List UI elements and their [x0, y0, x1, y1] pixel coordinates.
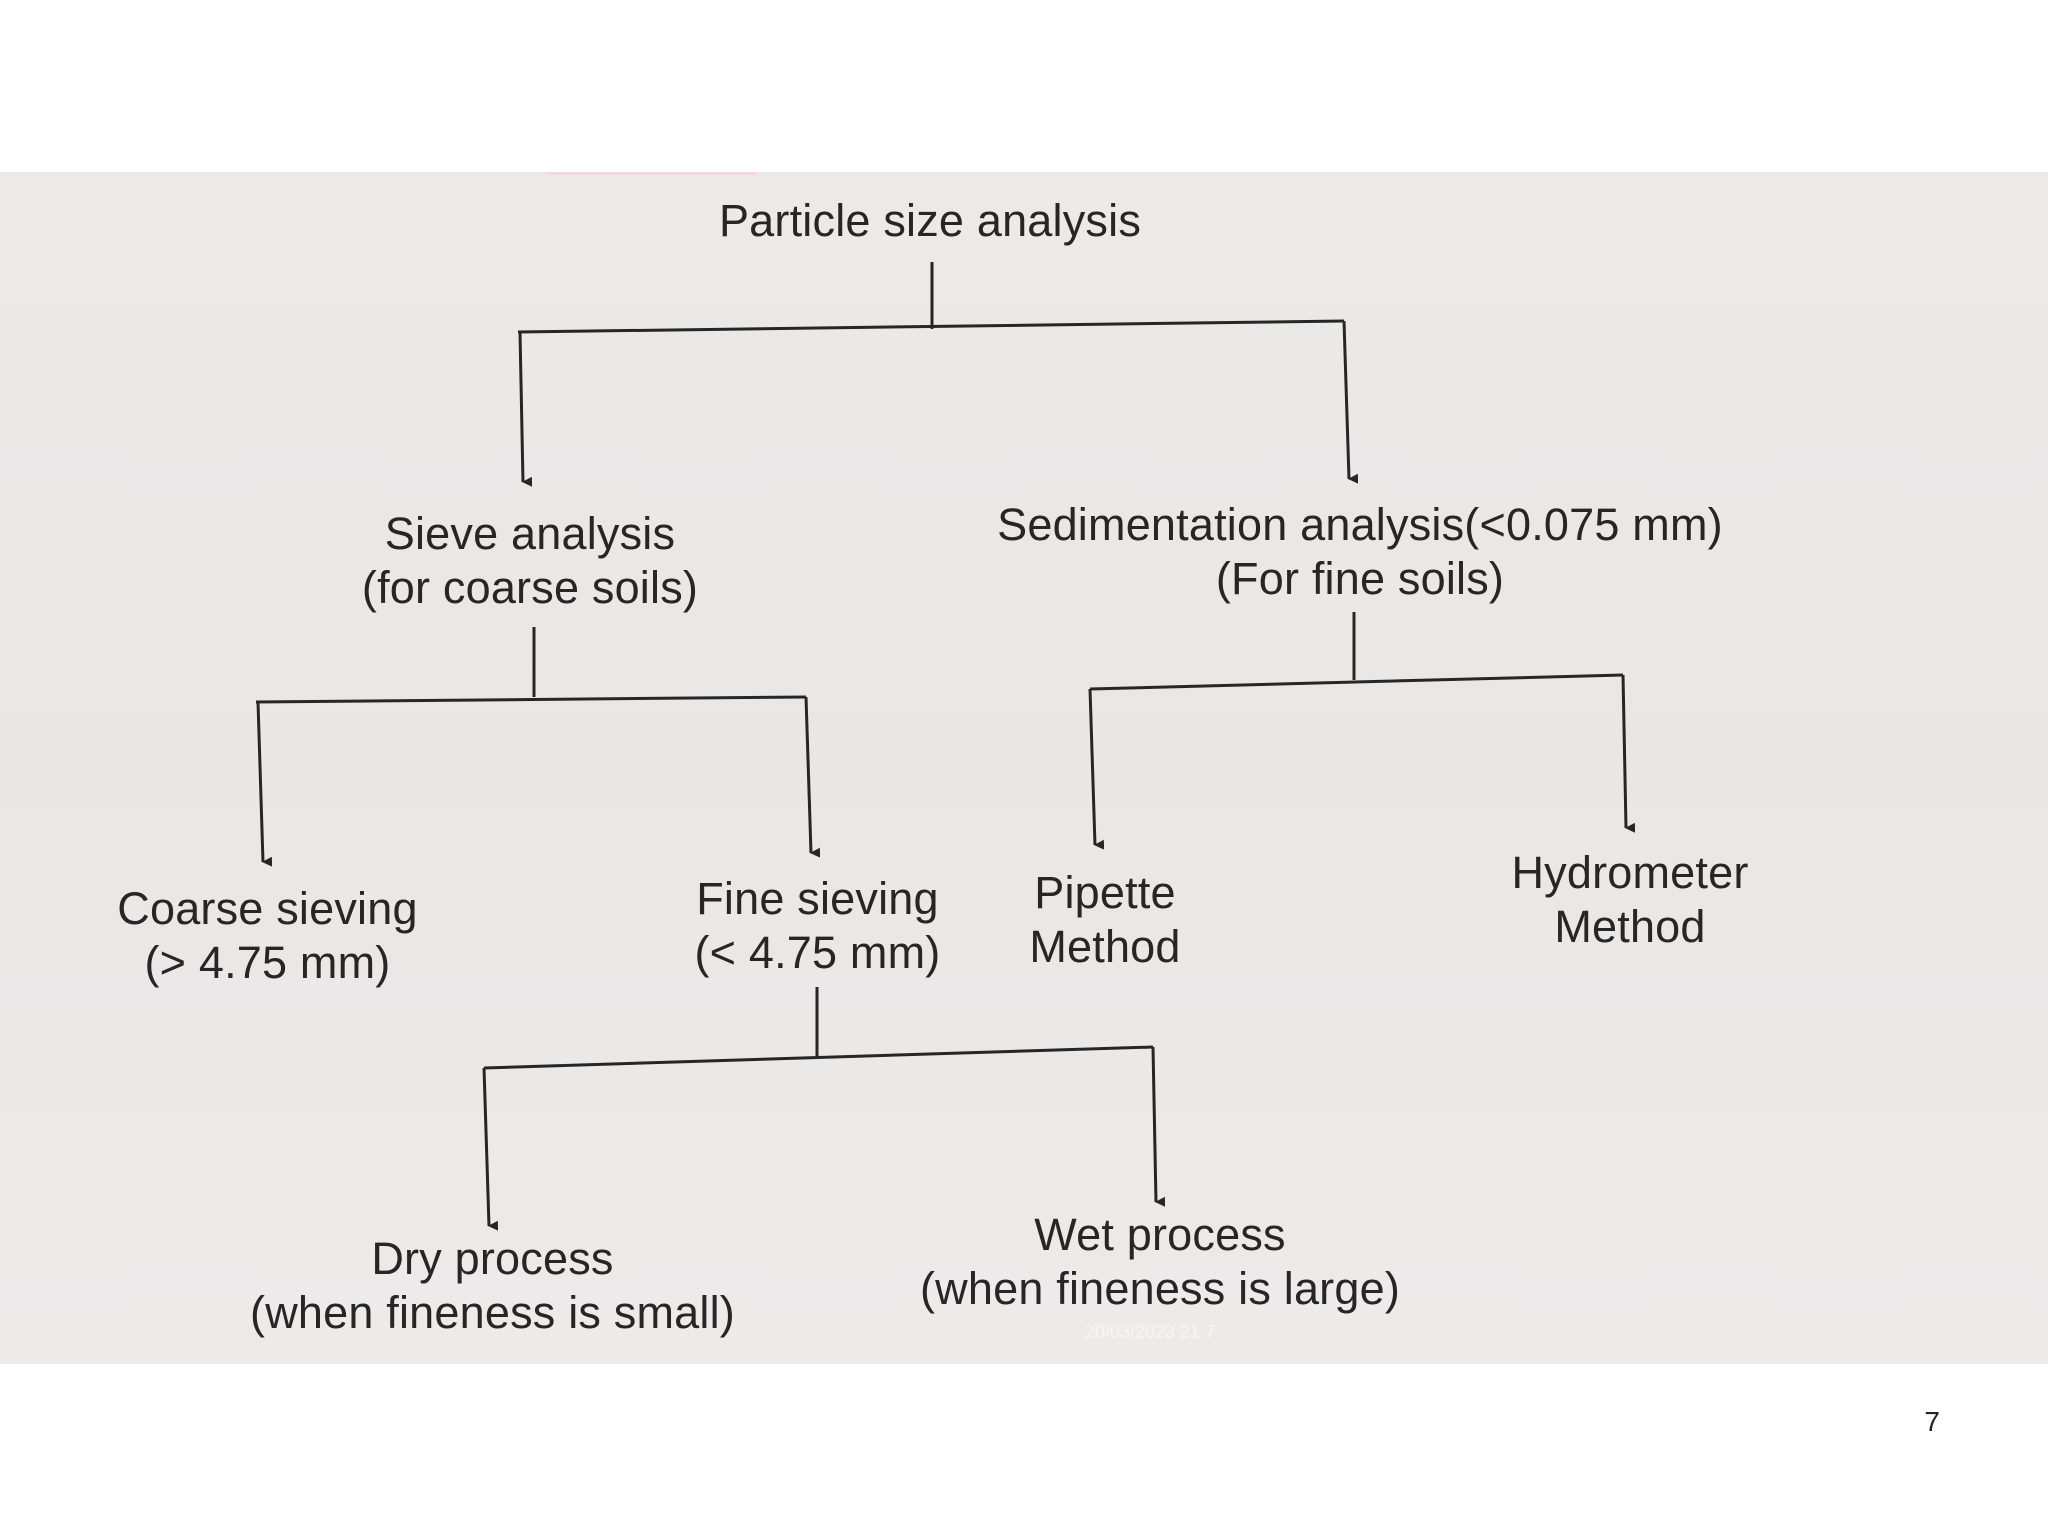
node-pipette-method: Pipette Method	[1010, 866, 1200, 974]
node-sieve-analysis-label: Sieve analysis	[384, 508, 676, 559]
node-wet-process-sublabel: (when fineness is large)	[919, 1263, 1401, 1314]
node-sedimentation-analysis: Sedimentation analysis(<0.075 mm) (For f…	[975, 498, 1745, 606]
node-dry-process: Dry process (when fineness is small)	[215, 1232, 770, 1340]
arrow-to-dry-process	[482, 1067, 499, 1231]
node-sieve-analysis-sublabel: (for coarse soils)	[361, 562, 699, 613]
fine-sieving-branch-line	[483, 1045, 1154, 1070]
node-dry-process-label: Dry process	[371, 1233, 614, 1284]
node-fine-sieving-sublabel: (< 4.75 mm)	[694, 927, 941, 978]
node-coarse-sieving-label: Coarse sieving	[117, 883, 418, 934]
node-hydrometer-method: Hydrometer Method	[1490, 846, 1770, 954]
node-dry-process-sublabel: (when fineness is small)	[250, 1287, 735, 1338]
node-sedimentation-analysis-label: Sedimentation analysis(<0.075 mm)	[997, 499, 1723, 550]
page-number: 7	[1924, 1406, 1940, 1437]
node-pipette-method-sublabel: Method	[1029, 921, 1181, 972]
node-coarse-sieving-sublabel: (> 4.75 mm)	[144, 937, 391, 988]
node-pipette-method-label: Pipette	[1034, 867, 1176, 918]
node-fine-sieving: Fine sieving (< 4.75 mm)	[670, 872, 965, 980]
sedimentation-branch-line	[1089, 673, 1624, 691]
node-coarse-sieving: Coarse sieving (> 4.75 mm)	[90, 882, 445, 990]
flowchart-connectors	[255, 262, 1636, 1231]
arrow-to-wet-process	[1151, 1046, 1166, 1207]
node-wet-process: Wet process (when fineness is large)	[890, 1208, 1430, 1316]
root-branch-line	[517, 319, 1345, 334]
node-hydrometer-method-label: Hydrometer	[1511, 847, 1749, 898]
node-sedimentation-analysis-sublabel: (For fine soils)	[1215, 553, 1505, 604]
arrow-to-pipette	[1088, 688, 1105, 850]
arrow-to-sedimentation	[1342, 320, 1359, 484]
sieve-branch-line	[255, 695, 807, 704]
arrow-to-fine-sieving	[804, 696, 821, 858]
node-wet-process-label: Wet process	[1034, 1209, 1286, 1260]
photo-timestamp-watermark: 20/03/2023 21:7	[1085, 1322, 1216, 1342]
photo-edge-strip	[545, 172, 757, 175]
node-hydrometer-method-sublabel: Method	[1554, 901, 1706, 952]
node-particle-size-analysis: Particle size analysis	[700, 194, 1160, 248]
photo-of-textbook-page: Particle size analysis Sieve analysis (f…	[0, 172, 2048, 1364]
arrow-to-sieve	[518, 331, 533, 487]
node-particle-size-analysis-label: Particle size analysis	[718, 195, 1142, 246]
arrow-to-coarse-sieving	[256, 701, 273, 867]
node-sieve-analysis: Sieve analysis (for coarse soils)	[320, 507, 740, 615]
node-fine-sieving-label: Fine sieving	[696, 873, 939, 924]
arrow-to-hydrometer	[1621, 674, 1636, 833]
